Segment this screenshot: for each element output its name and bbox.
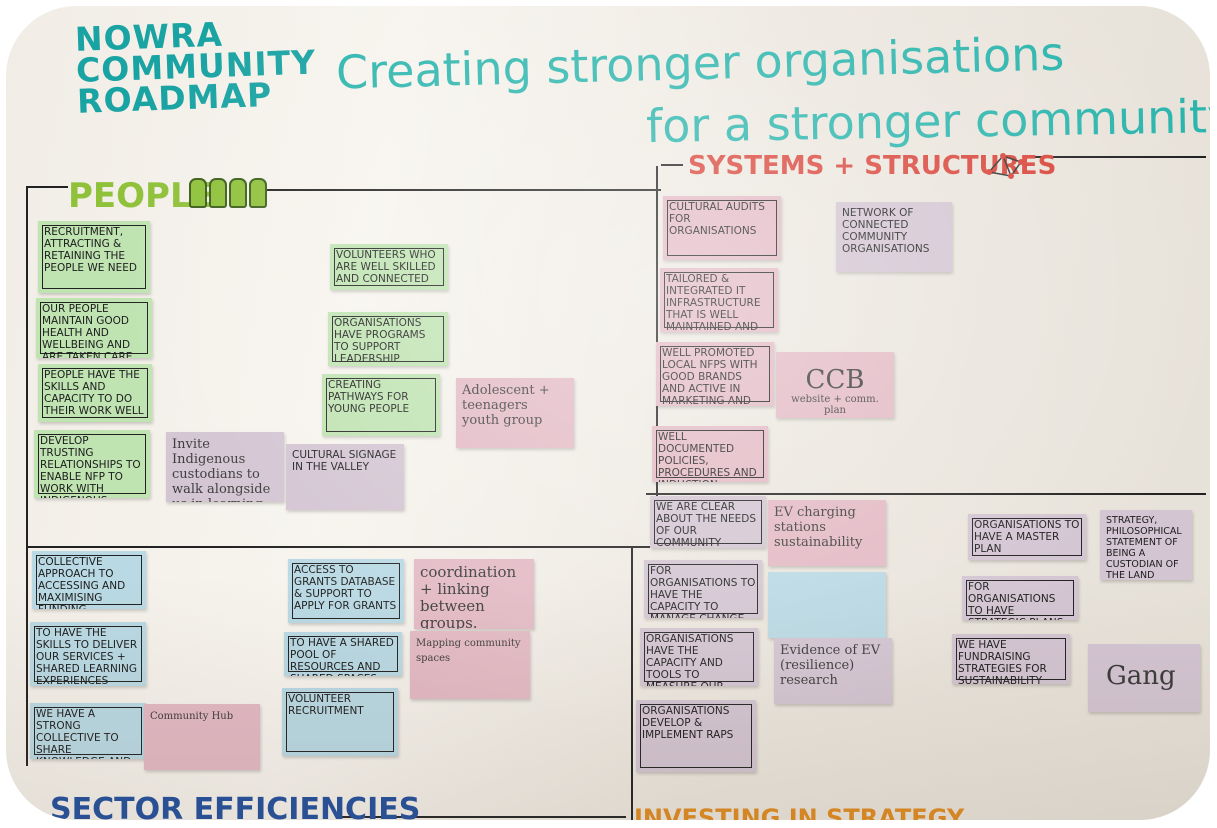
sticky-note: RECRUITMENT, ATTRACTING & RETAINING THE … bbox=[38, 221, 150, 293]
sticky-note: EV charging stations sustainability bbox=[768, 500, 886, 566]
sticky-note: Community Hub bbox=[144, 704, 260, 770]
sticky-note: ORGANISATIONS HAVE THE CAPACITY AND TOOL… bbox=[640, 628, 758, 686]
grid-line bbox=[26, 186, 68, 188]
sticky-note: ACCESS TO GRANTS DATABASE & SUPPORT TO A… bbox=[288, 559, 404, 623]
sticky-note: coordination + linking between groups. bbox=[414, 559, 534, 629]
sticky-note: NETWORK OF CONNECTED COMMUNITY ORGANISAT… bbox=[836, 202, 952, 272]
grid-line bbox=[336, 816, 626, 818]
sticky-note: ORGANISATIONS HAVE PROGRAMS TO SUPPORT L… bbox=[328, 312, 448, 366]
board-title-line1: Creating stronger organisations bbox=[335, 26, 1065, 100]
grid-line bbox=[261, 189, 661, 191]
sticky-note: CULTURAL SIGNAGE IN THE VALLEY bbox=[286, 444, 404, 510]
sticky-note: WE ARE CLEAR ABOUT THE NEEDS OF OUR COMM… bbox=[650, 496, 766, 548]
board-title-left: NOWRA COMMUNITY ROADMAP bbox=[74, 14, 317, 121]
sticky-note: VOLUNTEER RECRUITMENT bbox=[282, 688, 398, 756]
sticky-note: COLLECTIVE APPROACH TO ACCESSING AND MAX… bbox=[32, 551, 146, 609]
sticky-note: Evidence of EV (resilience) research bbox=[774, 638, 892, 704]
sticky-note: OUR PEOPLE MAINTAIN GOOD HEALTH AND WELL… bbox=[36, 298, 152, 358]
sticky-note: Invite Indigenous custodians to walk alo… bbox=[166, 432, 284, 502]
sticky-note: WE HAVE A STRONG COLLECTIVE TO SHARE KNO… bbox=[30, 703, 146, 759]
grid-line bbox=[26, 546, 656, 548]
sticky-note: WELL DOCUMENTED POLICIES, PROCEDURES AND… bbox=[652, 426, 768, 482]
sticky-note: ORGANISATIONS TO HAVE A MASTER PLAN bbox=[968, 514, 1086, 560]
sticky-note: STRATEGY, PHILOSOPHICAL STATEMENT OF BEI… bbox=[1100, 510, 1192, 580]
sticky-note: CULTURAL AUDITS FOR ORGANISATIONS bbox=[663, 196, 781, 260]
section-sector-title: SECTOR EFFICIENCIES bbox=[50, 792, 421, 820]
sticky-note: WELL PROMOTED LOCAL NFPS WITH GOOD BRAND… bbox=[656, 342, 774, 406]
grid-line bbox=[646, 493, 1206, 495]
sticky-note: TAILORED & INTEGRATED IT INFRASTRUCTURE … bbox=[660, 268, 778, 332]
sticky-note: Gang bbox=[1088, 644, 1200, 712]
grid-line bbox=[631, 546, 633, 820]
sticky-note: TO HAVE A SHARED POOL OF RESOURCES AND S… bbox=[284, 632, 402, 676]
section-investing-title: INVESTING IN STRATEGY bbox=[634, 804, 965, 820]
sticky-note: FOR ORGANISATIONS TO HAVE THE CAPACITY T… bbox=[644, 560, 762, 618]
sticky-note: ORGANISATIONS DEVELOP & IMPLEMENT RAPS bbox=[636, 700, 756, 772]
grid-line bbox=[661, 164, 683, 166]
sticky-note: CREATING PATHWAYS FOR YOUNG PEOPLE bbox=[322, 374, 440, 436]
people-group-icon bbox=[189, 178, 267, 208]
sticky-note: TO HAVE THE SKILLS TO DELIVER OUR SERVIC… bbox=[30, 622, 146, 686]
sticky-note-blank bbox=[768, 572, 886, 638]
sticky-note: PEOPLE HAVE THE SKILLS AND CAPACITY TO D… bbox=[38, 364, 152, 422]
grid-line bbox=[1031, 156, 1206, 158]
board-title-line2: for a stronger community bbox=[645, 88, 1210, 154]
grid-line bbox=[26, 186, 28, 766]
sticky-note: Mapping community spaces bbox=[410, 631, 530, 699]
sticky-note: VOLUNTEERS WHO ARE WELL SKILLED AND CONN… bbox=[330, 244, 448, 290]
whiteboard-photo: NOWRA COMMUNITY ROADMAP Creating stronge… bbox=[6, 6, 1210, 820]
sticky-note: Adolescent + teenagers youth group bbox=[456, 378, 574, 448]
ccb-label: CCB bbox=[805, 365, 865, 395]
sticky-note: DEVELOP TRUSTING RELATIONSHIPS TO ENABLE… bbox=[34, 430, 150, 498]
sticky-note: FOR ORGANISATIONS TO HAVE STRATEGIC PLAN… bbox=[962, 576, 1078, 620]
network-icon bbox=[986, 153, 1024, 179]
sticky-note-ccb: CCB website + comm. plan bbox=[776, 352, 894, 418]
ccb-sub: website + comm. plan bbox=[791, 394, 879, 416]
sticky-note: WE HAVE FUNDRAISING STRATEGIES FOR SUSTA… bbox=[952, 634, 1070, 684]
